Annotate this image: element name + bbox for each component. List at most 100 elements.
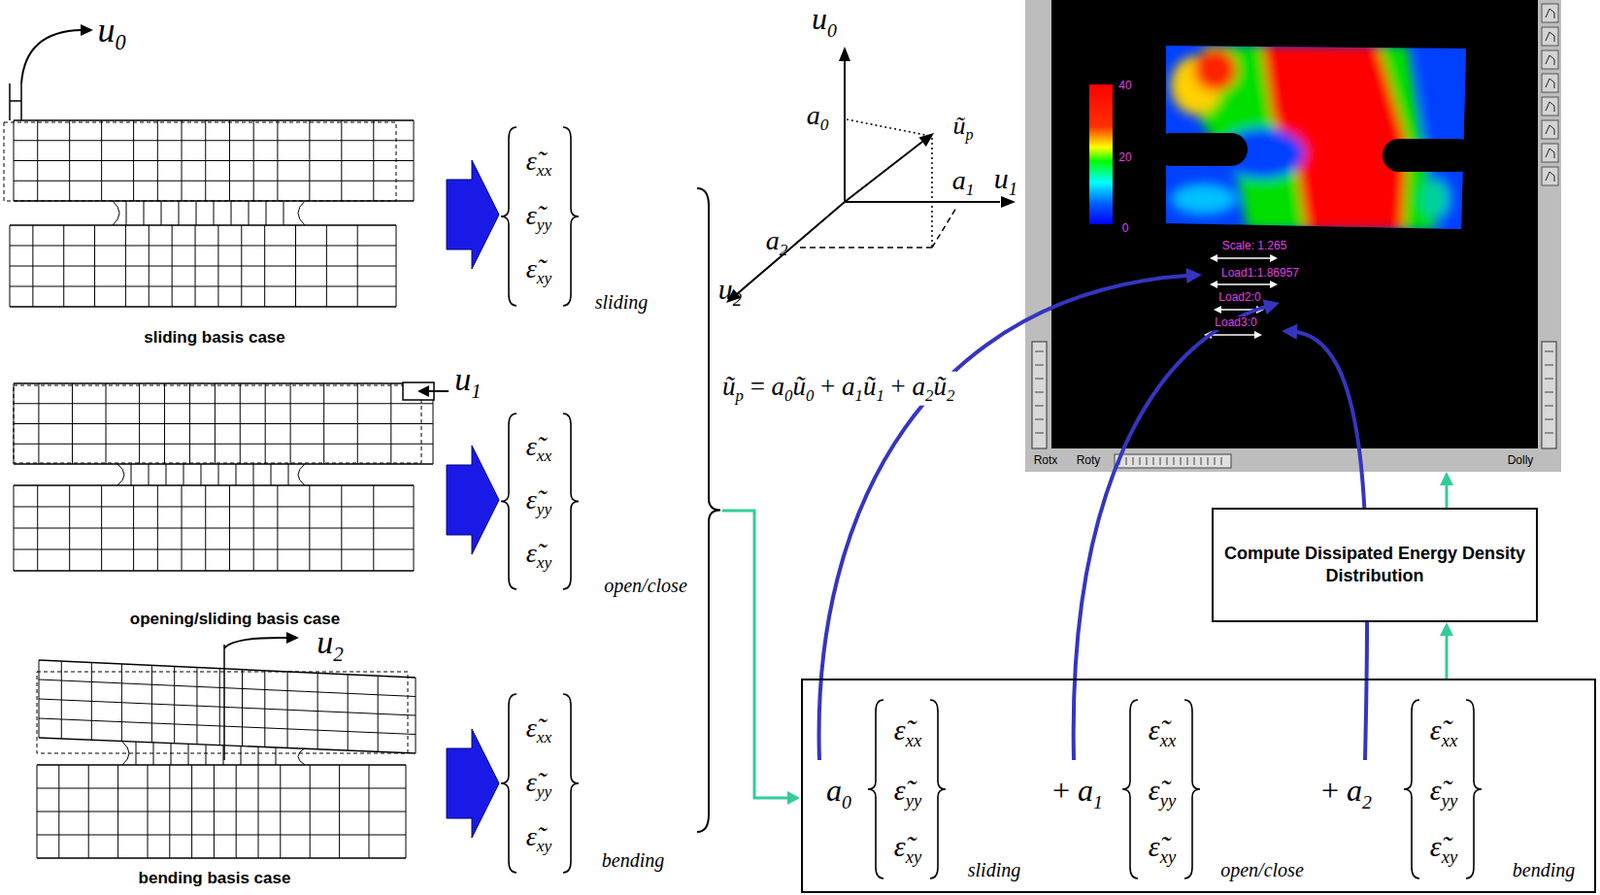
math-symbol: ũ xyxy=(933,371,947,401)
math-symbol: ũ xyxy=(863,371,877,401)
mesh-line xyxy=(196,200,198,226)
math-symbol: ε̃ xyxy=(894,773,906,806)
mesh-line xyxy=(178,200,180,226)
viewer-window: 40200Scale: 1.265Load1:1.86957Load2:0Loa… xyxy=(1025,0,1562,472)
mesh-block xyxy=(9,225,397,307)
math-symbol: a xyxy=(912,371,927,401)
strain-component: ε̃xy xyxy=(1430,830,1458,867)
displacement-arrow xyxy=(21,30,82,84)
mesh-line xyxy=(13,180,414,182)
contour-field xyxy=(1155,38,1476,234)
strain-component: ε̃xx xyxy=(894,713,922,751)
slider-tick xyxy=(1544,392,1554,394)
math-subscript: 0 xyxy=(784,386,793,405)
mesh-line xyxy=(188,743,190,766)
load-tab xyxy=(9,83,22,121)
vector-brace xyxy=(1122,700,1138,879)
math-symbol: ε̃ xyxy=(526,766,537,798)
mesh-line xyxy=(235,464,237,486)
vector-brace xyxy=(697,188,721,833)
mesh-fillet xyxy=(117,464,125,486)
strain-component: ε̃xx xyxy=(1430,713,1458,751)
rotation-line xyxy=(223,644,226,761)
strain-component: ε̃xx xyxy=(1148,713,1176,751)
viewer-control-label: Roty xyxy=(1076,454,1101,468)
mesh-line xyxy=(13,569,414,571)
mesh-line xyxy=(131,464,133,486)
arrow-head xyxy=(1269,280,1278,289)
load-readout: Load1:1.86957 xyxy=(1219,266,1301,281)
mesh-line xyxy=(36,857,406,859)
slider-tick xyxy=(1034,433,1044,434)
math-symbol: u xyxy=(97,10,115,50)
slider-tick xyxy=(1194,457,1196,466)
math-symbol: u xyxy=(994,162,1009,195)
vector-brace xyxy=(1466,700,1482,879)
slider-tick xyxy=(1034,351,1044,353)
math-symbol: ε̃ xyxy=(526,431,537,462)
math-subscript: yy xyxy=(536,500,552,519)
mesh-line xyxy=(36,834,406,836)
math-subscript: xx xyxy=(536,446,552,466)
mesh-line xyxy=(283,200,285,226)
math-symbol: ε̃ xyxy=(526,145,537,176)
flow-connector xyxy=(1439,622,1454,679)
math-subscript: xx xyxy=(1160,730,1177,751)
viewer-control-label: Dolly xyxy=(1507,454,1534,468)
displacement-label: u0 xyxy=(97,10,126,56)
slider-tick xyxy=(1207,457,1209,466)
plate-notch xyxy=(1382,138,1475,172)
vector-brace xyxy=(563,413,579,590)
mesh-line xyxy=(13,549,414,551)
math-subscript: 0 xyxy=(114,30,126,55)
mesh-line xyxy=(38,699,416,716)
math-subscript: xy xyxy=(536,268,552,288)
mesh-line xyxy=(288,464,290,486)
vector-brace xyxy=(930,700,946,879)
math-subscript: 0 xyxy=(841,791,852,813)
math-symbol: ε̃ xyxy=(526,253,537,284)
math-subscript: xx xyxy=(905,730,923,751)
math-symbol: ε̃ xyxy=(526,200,537,231)
math-subscript: xy xyxy=(536,553,552,572)
mesh-block xyxy=(38,660,416,754)
mesh-line xyxy=(13,463,434,465)
slider-tick xyxy=(1544,378,1554,380)
arrow-head xyxy=(417,385,430,398)
mesh-line xyxy=(253,464,255,486)
vector-brace xyxy=(563,694,579,873)
arrow-head xyxy=(1209,280,1218,289)
mesh-line xyxy=(126,200,128,226)
case-caption: opening/sliding basis case xyxy=(130,609,340,630)
mesh-line xyxy=(183,464,185,486)
axis-line xyxy=(736,201,845,295)
mesh-line xyxy=(240,746,242,766)
toolbar-icon xyxy=(1541,143,1559,163)
mesh-line xyxy=(38,660,416,678)
strain-component: ε̃xy xyxy=(894,830,922,867)
toolbar-glyph xyxy=(1545,32,1555,42)
math-subscript: yy xyxy=(905,790,923,811)
viewer-frame xyxy=(1025,0,1562,472)
mesh-line xyxy=(218,464,220,486)
slider-tick xyxy=(1034,405,1044,407)
arrow-head xyxy=(1213,305,1222,314)
math-symbol: a xyxy=(841,371,856,401)
displacement-label: u1 xyxy=(454,360,482,403)
arrow-head xyxy=(1439,622,1454,636)
mesh-line xyxy=(270,464,272,486)
coefficient-label: a2 xyxy=(766,225,789,262)
math-subscript: yy xyxy=(536,215,552,234)
displacement-arrow xyxy=(427,390,449,393)
vector-brace xyxy=(500,127,517,306)
arrow-head xyxy=(1281,324,1298,340)
math-subscript: xx xyxy=(536,728,552,747)
toolbar-icon xyxy=(1541,50,1559,69)
strain-component: ε̃xx xyxy=(526,431,552,467)
math-symbol: ε̃ xyxy=(526,821,537,852)
mesh-line xyxy=(166,464,167,486)
slider-tick xyxy=(1034,365,1044,367)
projection-line xyxy=(932,207,957,248)
